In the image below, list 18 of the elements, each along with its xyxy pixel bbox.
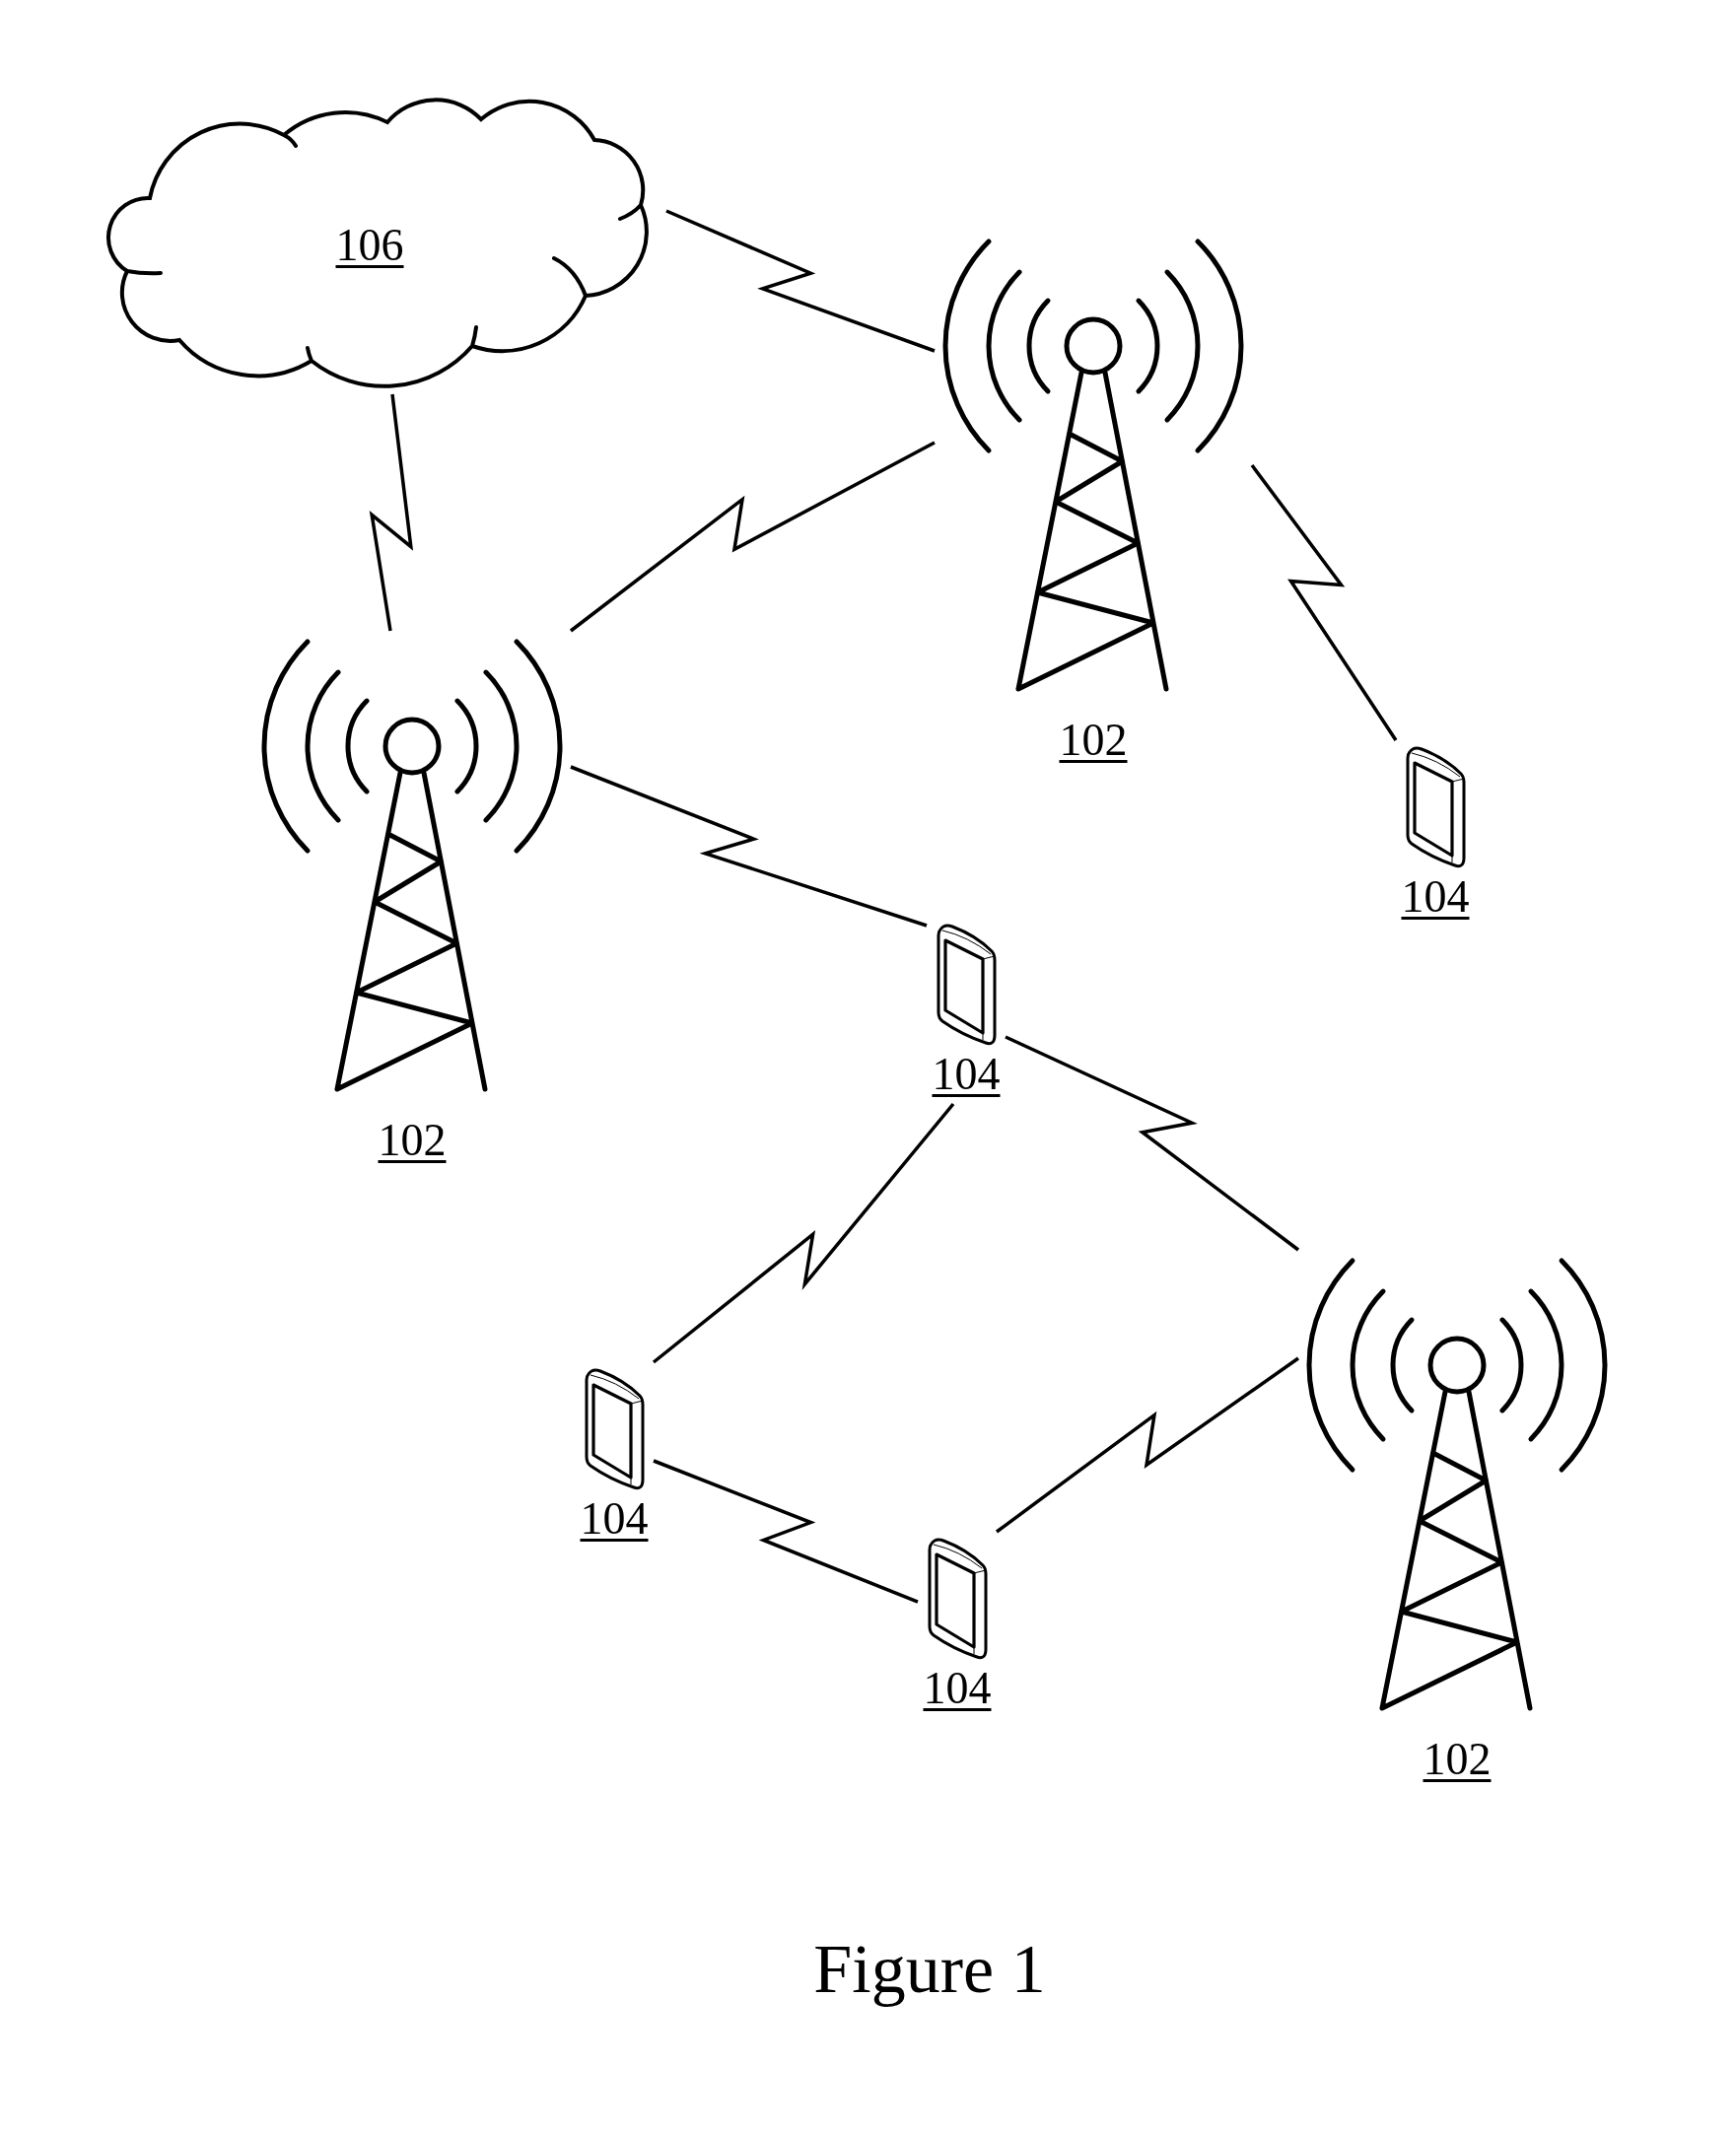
reference-numeral: 102 xyxy=(1423,1734,1492,1785)
lightning-link xyxy=(665,209,936,353)
reference-numeral: 104 xyxy=(932,1049,1001,1100)
reference-numeral: 104 xyxy=(1401,871,1470,923)
lightning-link xyxy=(369,393,414,632)
reference-numeral: 106 xyxy=(335,220,404,271)
reference-numeral: 102 xyxy=(378,1115,447,1166)
lightning-link xyxy=(570,765,928,928)
lightning-link xyxy=(1250,463,1398,741)
reference-numeral: 102 xyxy=(1059,715,1128,766)
lightning-link xyxy=(652,1102,955,1364)
lightning-link xyxy=(653,1459,919,1604)
lightning-link xyxy=(569,441,936,633)
figure-caption: Figure 1 xyxy=(813,1930,1046,2009)
reference-numeral: 104 xyxy=(923,1663,992,1714)
lightning-link xyxy=(995,1356,1299,1534)
reference-numeral: 104 xyxy=(580,1493,649,1545)
lightning-link xyxy=(1005,1035,1300,1252)
